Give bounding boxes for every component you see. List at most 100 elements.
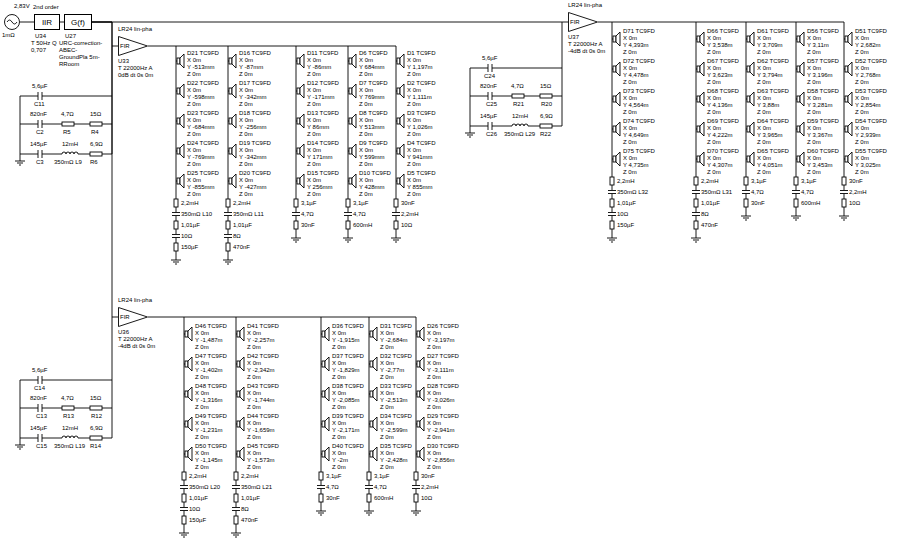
speaker-symbol xyxy=(848,122,852,136)
speaker-coordinate: Z 0m xyxy=(855,49,869,56)
speaker-coordinate: Z 0m xyxy=(427,404,441,411)
speaker-coordinate: X 0m xyxy=(332,450,346,457)
capacitor-gap xyxy=(38,375,42,385)
speaker-coordinate: Z 0m xyxy=(807,169,821,176)
component-value: 3,1µF xyxy=(301,200,316,207)
component-value: 2,2mH xyxy=(849,189,867,196)
speaker-coordinate: Y -1,145m xyxy=(195,457,223,464)
speaker-coordinate: Z 0m xyxy=(380,434,394,441)
speaker-coordinate: X 0m xyxy=(359,117,373,124)
part-label: T 22000Hz A 0dB dt 0s 0m xyxy=(118,65,158,79)
speaker-coordinate: Z 0m xyxy=(380,344,394,351)
speaker-coordinate: Z 0m xyxy=(757,49,771,56)
speaker-symbol xyxy=(420,417,424,431)
capacitor-gap xyxy=(791,190,801,194)
part-heading: 2nd order xyxy=(33,4,59,11)
speaker-coordinate: X 0m xyxy=(623,35,637,42)
speaker-coordinate: X 0m xyxy=(307,57,321,64)
speaker-name: D40 TC9FD xyxy=(332,443,364,450)
capacitor-gap xyxy=(691,212,701,216)
speaker-coordinate: Y 941mm xyxy=(407,154,433,161)
component-value: 2,2mH xyxy=(617,178,635,185)
speaker-name: D33 TC9FD xyxy=(380,383,412,390)
speaker-coordinate: X 0m xyxy=(407,57,421,64)
resistor-symbol xyxy=(182,494,186,502)
part-name: R13 xyxy=(63,413,74,420)
speaker-coordinate: Z 0m xyxy=(855,139,869,146)
speaker-coordinate: Z 0m xyxy=(757,109,771,116)
amplifier-triangle: LR24 lin-phaFIRU33T 22000Hz A 0dB dt 0s … xyxy=(118,36,148,56)
capacitor-gap xyxy=(741,190,751,194)
component-value: 4,7Ω xyxy=(374,484,387,491)
speaker-symbol xyxy=(352,54,356,68)
speaker-coordinate: Z 0m xyxy=(307,161,321,168)
resistor-symbol xyxy=(294,199,298,207)
speaker-symbol xyxy=(180,84,184,98)
speaker-coordinate: Z 0m xyxy=(707,109,721,116)
capacitor-gap xyxy=(607,190,617,194)
speaker-symbol xyxy=(188,417,192,431)
resistor-symbol xyxy=(90,406,102,410)
speaker-symbol xyxy=(325,447,329,461)
node-label: G(f) xyxy=(65,15,91,31)
capacitor-plate xyxy=(488,92,489,100)
speaker-name: D70 TC9FD xyxy=(707,148,739,155)
capacitor-plate xyxy=(792,193,800,194)
amplifier-triangle: LR24 lin-phaFIRU36T 22000Hz A -4dB dt 0s… xyxy=(118,307,148,327)
speaker-name: D27 TC9FD xyxy=(427,353,459,360)
component-value: 6,9Ω xyxy=(90,425,103,432)
speaker-coordinate: X 0m xyxy=(757,155,771,162)
resistor-symbol xyxy=(744,199,748,207)
component-value: 5,6µF xyxy=(482,55,497,62)
speaker-coordinate: X 0m xyxy=(427,420,441,427)
part-name: 350mΩ L29 xyxy=(504,131,535,138)
speaker-coordinate: Y -256mm xyxy=(239,124,267,131)
speaker-coordinate: X 0m xyxy=(195,330,209,337)
speaker-coordinate: X 0m xyxy=(707,125,721,132)
component-value: 5,6µF xyxy=(32,367,47,374)
component-value: 2,2mH xyxy=(181,200,199,207)
ground-symbol xyxy=(391,238,401,239)
speaker-symbol xyxy=(325,357,329,371)
capacitor-gap xyxy=(179,507,189,511)
speaker-coordinate: Z 0m xyxy=(855,79,869,86)
wire xyxy=(112,317,113,438)
speaker-coordinate: Y -1,659m xyxy=(247,427,275,434)
component-value: 350mΩ L11 xyxy=(233,211,264,218)
voltage-source: 2,83V1mΩ xyxy=(4,14,20,30)
speaker-name: D1 TC9FD xyxy=(407,50,436,57)
speaker-coordinate: Z 0m xyxy=(332,404,346,411)
speaker-symbol xyxy=(750,92,754,106)
capacitor-plate xyxy=(488,64,489,72)
part-name: C15 xyxy=(36,443,47,450)
speaker-coordinate: Y 4,735m xyxy=(623,162,649,169)
speaker-coordinate: Y -2,428m xyxy=(380,457,408,464)
speaker-coordinate: Y -2m xyxy=(332,457,348,464)
capacitor-plate xyxy=(172,237,180,238)
speaker-coordinate: X 0m xyxy=(427,330,441,337)
amplifier-triangle: LR24 lin-phaFIRU37T 22000Hz A -4dB dt 0s… xyxy=(568,12,598,32)
component-value: 10Ω xyxy=(849,200,860,207)
speaker-coordinate: X 0m xyxy=(307,87,321,94)
speaker-symbol xyxy=(420,447,424,461)
component-value: 15Ω xyxy=(540,83,551,90)
speaker-coordinate: X 0m xyxy=(623,155,637,162)
speaker-name: D38 TC9FD xyxy=(332,383,364,390)
ground-symbol xyxy=(179,533,189,534)
ground-symbol xyxy=(839,216,849,217)
ground-symbol xyxy=(181,535,187,536)
component-value: 470nF xyxy=(241,517,258,524)
speaker-symbol xyxy=(188,357,192,371)
capacitor-plate xyxy=(392,212,400,213)
capacitor-plate xyxy=(840,190,848,191)
speaker-coordinate: X 0m xyxy=(807,65,821,72)
speaker-symbol xyxy=(232,54,236,68)
capacitor-gap xyxy=(607,212,617,216)
speaker-coordinate: X 0m xyxy=(707,95,721,102)
part-label: FIR xyxy=(120,43,130,50)
capacitor-plate xyxy=(42,150,43,158)
speaker-symbol xyxy=(700,92,704,106)
ground-symbol xyxy=(293,240,299,241)
component-value: 350mΩ L31 xyxy=(701,189,732,196)
speaker-coordinate: Y 4,478m xyxy=(623,72,649,79)
